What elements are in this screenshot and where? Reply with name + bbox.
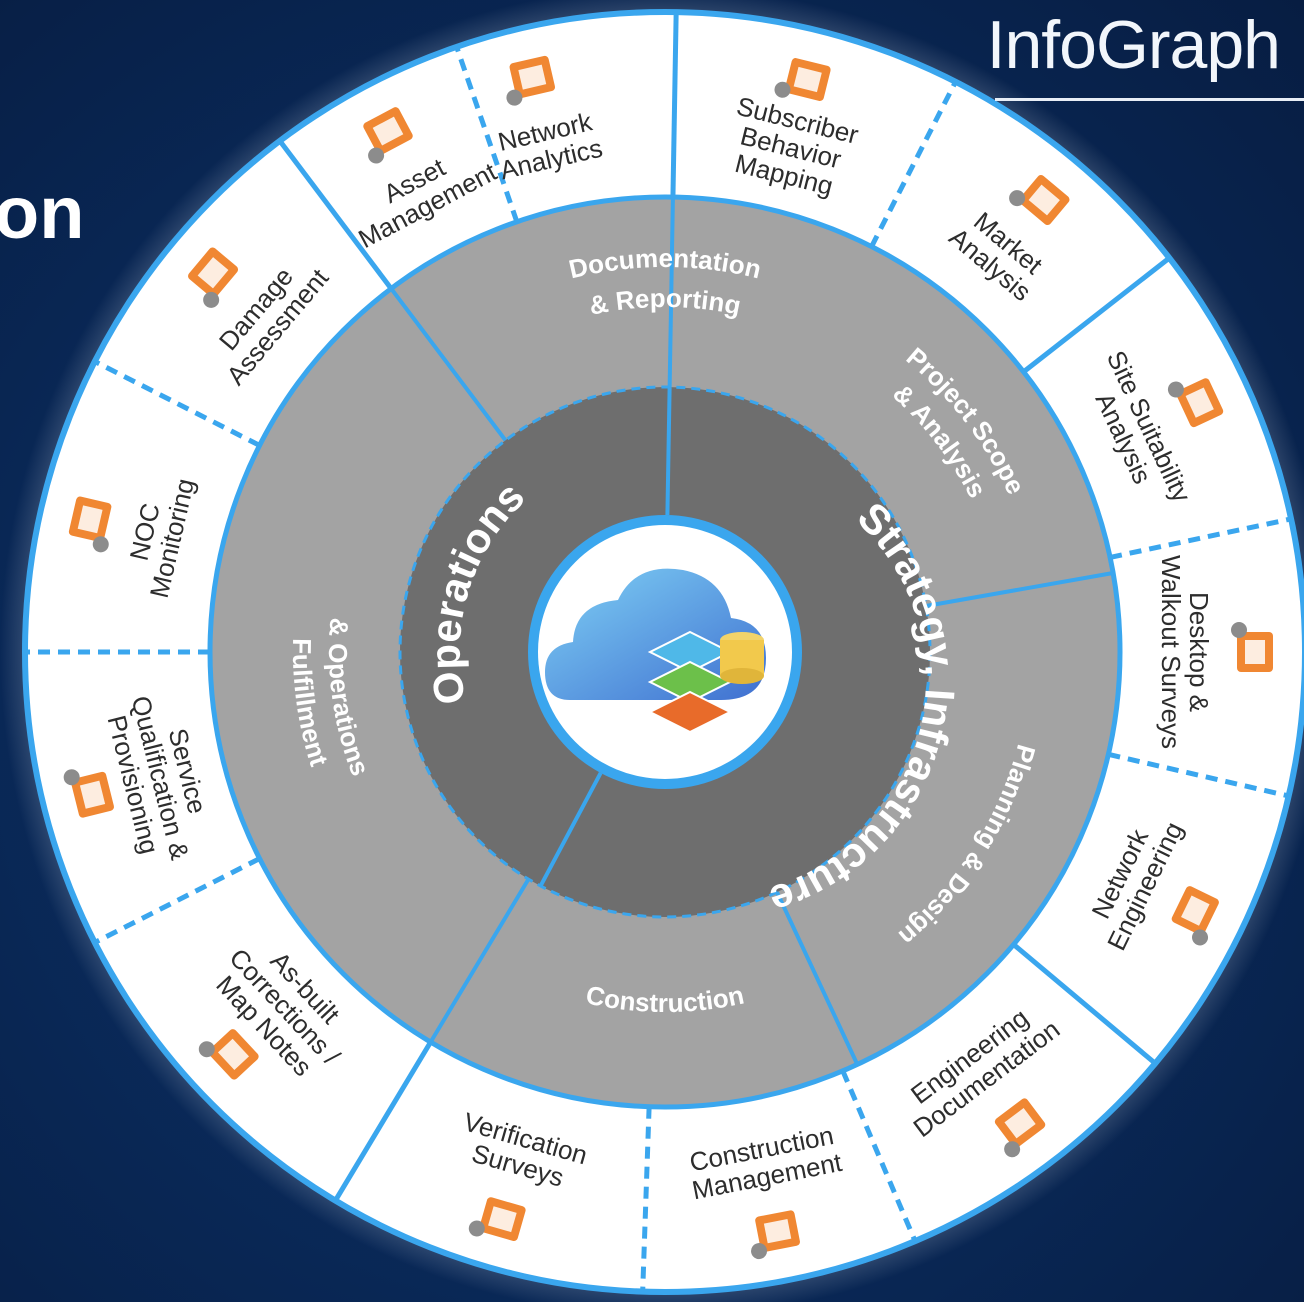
outer-divider [640,1106,652,1292]
middle-divider [667,197,675,388]
inner-divider [665,387,672,516]
outer-divider [277,139,394,291]
outer-divider [93,359,261,448]
brand-logo: InfoGraph [986,7,1281,83]
heatmap-icon [774,58,831,101]
storm-icon [188,247,239,308]
construction-worker-icon [751,1210,800,1260]
middle-ring-dividers [389,197,1114,1066]
outer-divider [869,80,958,248]
cloud-data-layers-icon [545,568,766,734]
outer-divider [1022,256,1171,374]
middle-divider [925,571,1114,608]
outer-ring-dividers [25,12,1292,1292]
cable-icon [363,107,413,164]
tower-icon [1167,378,1224,428]
survey-desk-icon [1231,622,1273,672]
presentation-icon [1009,175,1070,226]
team-tablet-icon [198,1029,259,1080]
outer-divider [93,856,261,945]
monitoring-icon [68,496,112,553]
outer-divider [1109,516,1292,560]
outer-divider [333,1040,433,1202]
network-analytics-icon [506,55,556,106]
outer-divider [1107,751,1290,799]
page-heading-fragment: on [0,171,85,254]
outer-divider [454,46,520,223]
outer-divider [1011,942,1157,1066]
tablet-icon [468,1197,526,1242]
outer-divider [670,12,679,198]
middle-divider [389,287,508,442]
middle-divider [775,891,860,1066]
middle-divider [428,878,531,1044]
outer-divider [840,1069,918,1243]
blueprint-icon [994,1098,1046,1158]
inner-ring-dividers [538,387,672,887]
house-icon [63,769,114,818]
engineer-desk-icon [1171,886,1219,946]
inner-divider [538,772,603,887]
brand-underline [995,98,1304,101]
outer-label-4: Desktop &Walkout Surveys [1156,555,1214,749]
